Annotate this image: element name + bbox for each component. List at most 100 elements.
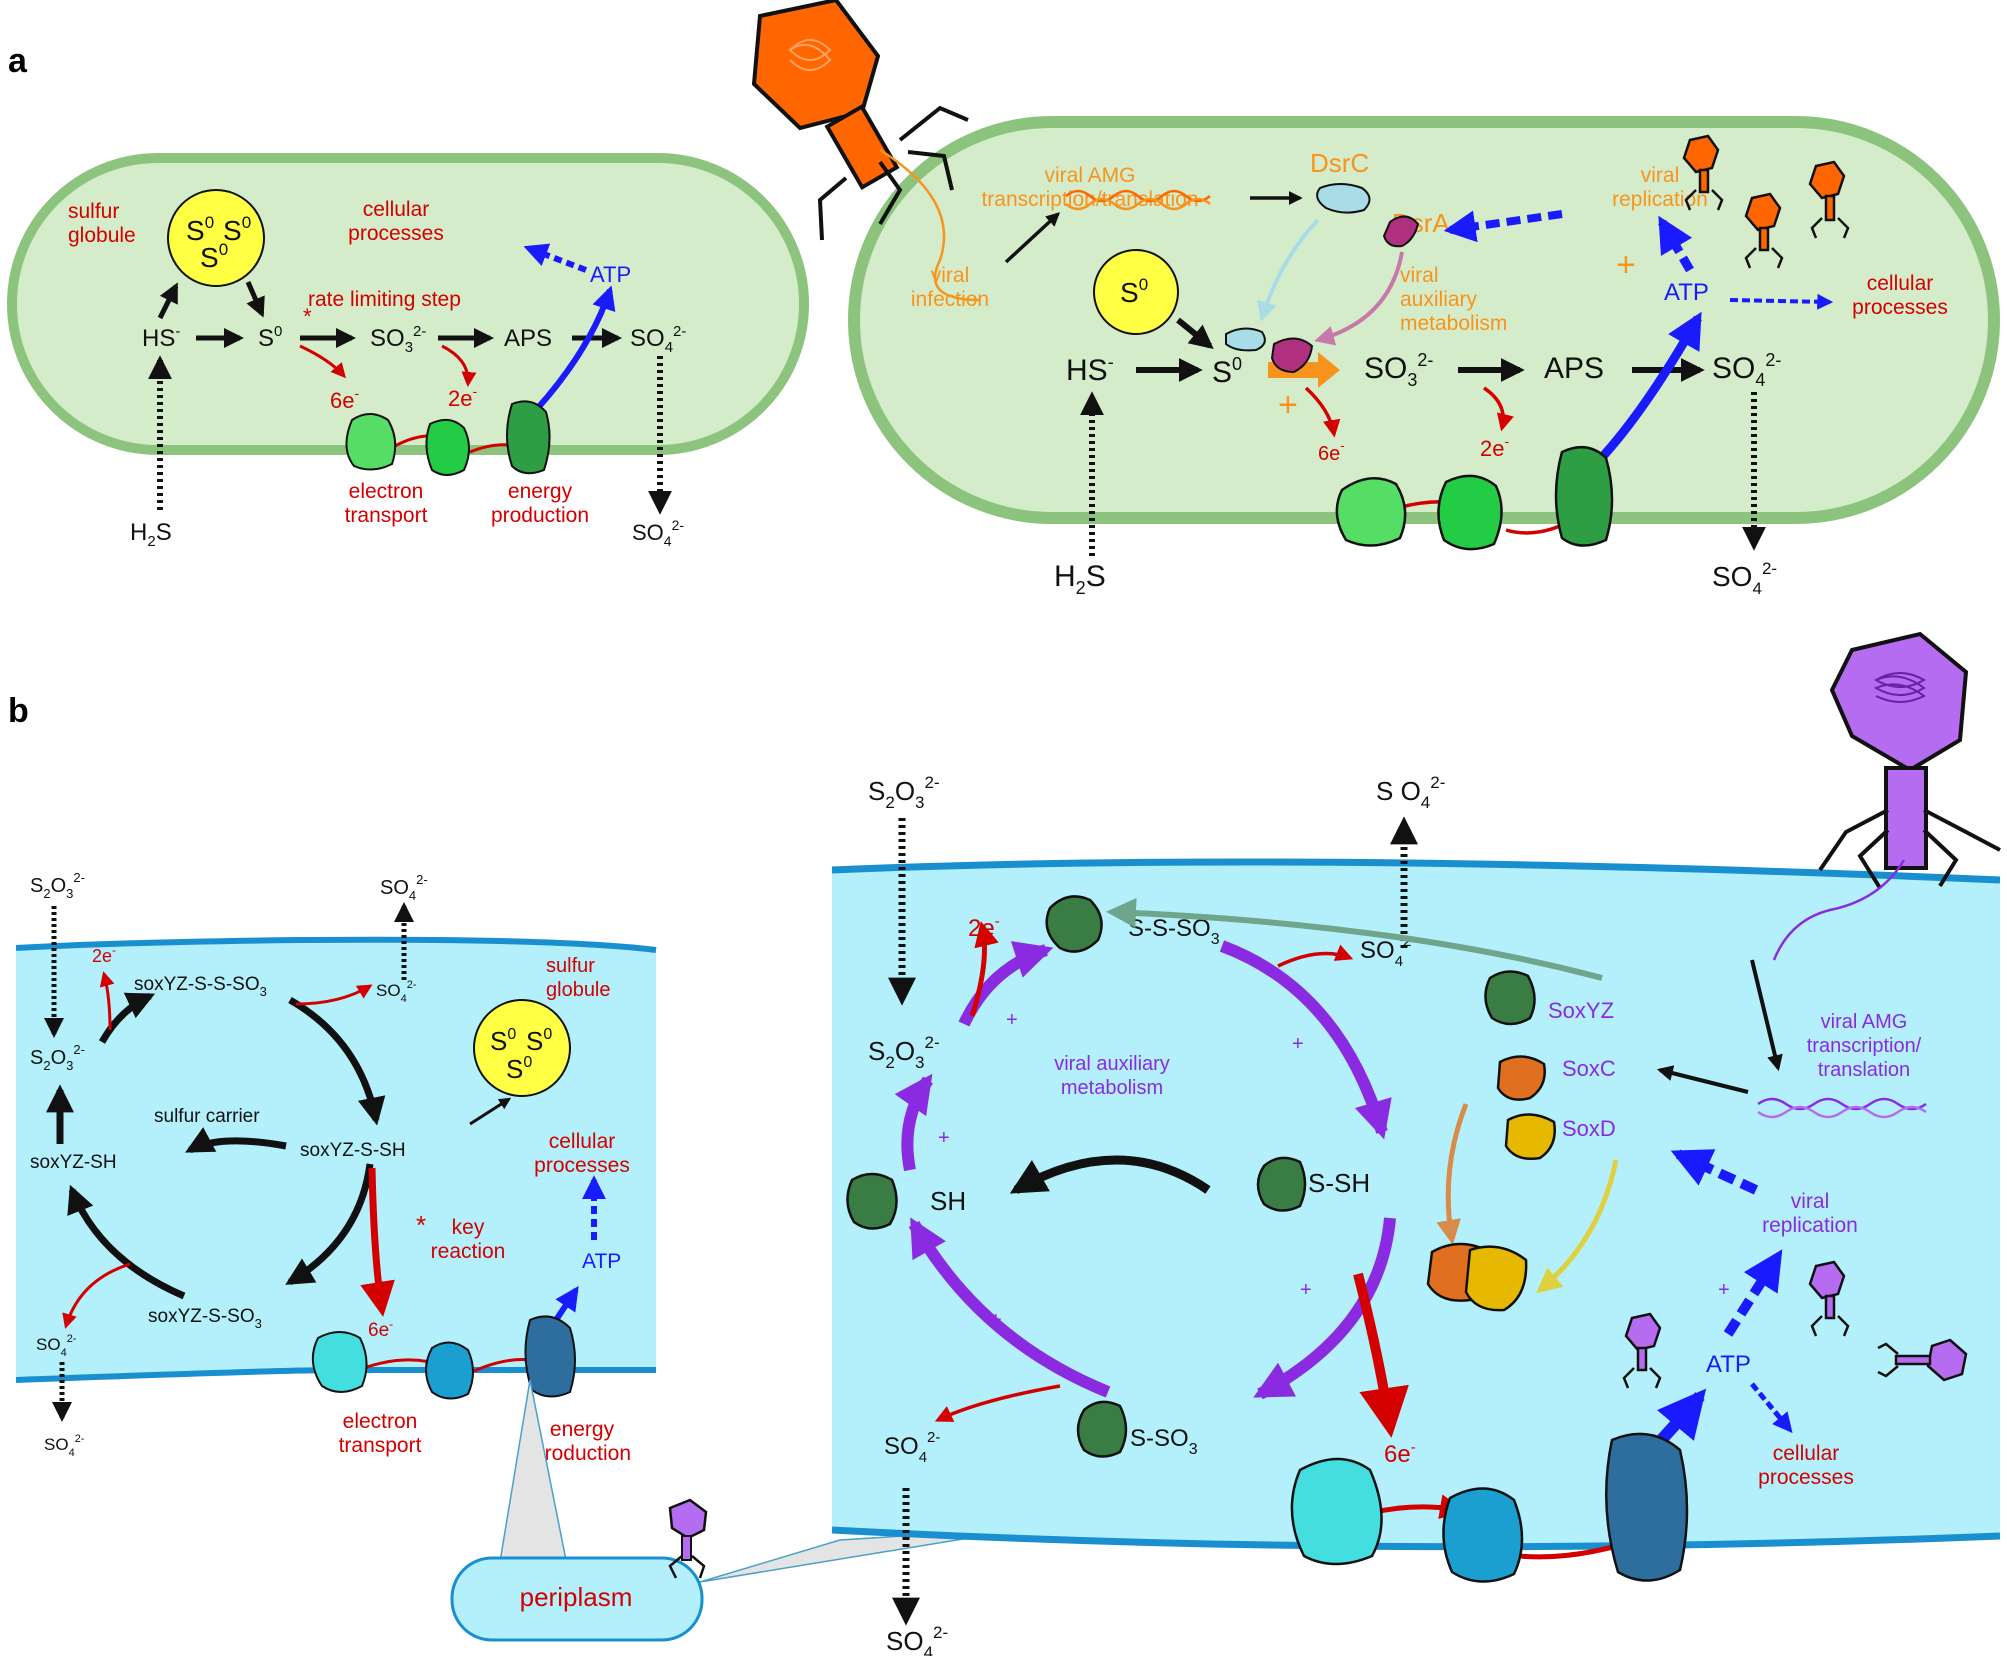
b-left-so4-left: SO42-	[36, 1333, 77, 1359]
a-left-so4: SO42-	[630, 323, 686, 356]
a-left-sulfur-globule: S0 S0 S0	[167, 189, 265, 287]
b-left-soxyz-sso3: soxYZ-S-SO3	[148, 1306, 262, 1331]
a-right-protein-complexes	[1335, 445, 1614, 551]
b-right-dotted-arrows	[888, 816, 1418, 1626]
a-left-s0: S0	[258, 323, 282, 352]
a-right-phage-orange	[751, 0, 981, 302]
b-left-so4-mid: SO42-	[376, 979, 417, 1005]
b-right-atp: ATP	[1706, 1351, 1751, 1378]
b-right-sh: SH	[930, 1186, 966, 1216]
a-right-s0: S0	[1212, 354, 1242, 389]
a-right-sulfur-globule	[1093, 249, 1179, 335]
b-right-soxc-arrow	[1436, 1103, 1469, 1245]
a-right-dsra-arrow	[1314, 251, 1404, 346]
b-right-sox-proteins	[846, 895, 1556, 1458]
b-periplasm-phage	[668, 1498, 708, 1579]
b-right-phage-purple	[1772, 631, 2001, 961]
a-right-dotted-arrows	[1080, 391, 1766, 556]
svg-text:+: +	[1292, 1033, 1304, 1055]
b-periplasm-label: periplasm	[520, 1582, 633, 1612]
b-left-soxyz-sss: soxYZ-S-S-SO3	[134, 974, 267, 999]
svg-text:S0: S0	[223, 213, 251, 246]
b-left-dotted-arrows	[44, 902, 414, 1422]
a-right-so4: SO42-	[1712, 350, 1781, 390]
b-right-s2o3: S2O32-	[868, 1033, 940, 1072]
a-left-pathway-arrows	[157, 280, 622, 348]
b-left-soxyz-ssh: soxYZ-S-SH	[300, 1140, 406, 1161]
a-right-phage-legs	[1684, 189, 1850, 269]
svg-text:+: +	[1300, 1279, 1312, 1301]
b-right-atp-replication-arrow	[1723, 1249, 1783, 1337]
b-right-phage-legs	[1622, 1315, 1899, 1389]
a-left-asterisk: *	[303, 304, 312, 329]
b-right-soxyz: SoxYZ	[1548, 998, 1614, 1023]
a-right-atp-replication-arrow	[1658, 215, 1694, 273]
b-periplasm-callout	[450, 1379, 1031, 1642]
a-right-6e: 6e-	[1318, 438, 1345, 465]
b-left-cycle-arrows	[46, 992, 386, 1300]
a-left-dotted-arrows	[148, 355, 672, 515]
b-right-6e: 6e-	[1384, 1439, 1416, 1468]
a-right-hs: HS-	[1066, 352, 1114, 387]
b-left-asterisk: *	[416, 1210, 426, 1240]
a-right-plus-atp: +	[1616, 246, 1636, 284]
a-left-atp-arrows	[523, 243, 616, 413]
a-left-aps: APS	[504, 325, 552, 352]
b-right-protein-complexes	[1290, 1432, 1689, 1583]
b-left-atp: ATP	[582, 1250, 621, 1273]
b-right-atp-cellular-arrow	[1750, 1382, 1793, 1434]
a-right-plus-s0: +	[1278, 386, 1298, 424]
b-right-soxd-arrow	[1536, 1159, 1619, 1294]
a-left-6e: 6e-	[330, 385, 359, 413]
a-right-small-phages	[1682, 134, 1846, 252]
b-left-6e: 6e-	[368, 1317, 393, 1341]
b-left-globule-arrow	[469, 1097, 512, 1126]
b-left-soxyz-sh: soxYZ-SH	[30, 1152, 117, 1173]
b-right-black-return-arrow	[1009, 1155, 1211, 1194]
panel-b-right-cell	[831, 858, 2001, 1551]
svg-text:S0: S0	[200, 240, 228, 273]
b-right-transcript	[1757, 1097, 1927, 1111]
svg-text:+: +	[938, 1127, 950, 1149]
a-right-infection-arrow	[1004, 212, 1061, 264]
a-right-atp-cellular-arrow	[1729, 293, 1834, 310]
b-left-protein-complexes	[311, 1315, 576, 1400]
b-right-plus-signs: + + + + + +	[938, 1009, 1730, 1331]
a-right-so4-out: SO42-	[1712, 559, 1777, 598]
a-right-dsra-bound	[1270, 337, 1314, 374]
b-right-transcript-2	[1757, 1105, 1927, 1119]
a-right-aps: APS	[1544, 352, 1604, 385]
b-left-sulfur-carrier: sulfur carrier	[154, 1106, 260, 1127]
b-left-2e: 2e-	[92, 943, 116, 966]
svg-text:+: +	[990, 1309, 1002, 1331]
b-right-so4-left: SO42-	[884, 1429, 940, 1466]
a-left-atp: ATP	[590, 262, 631, 287]
a-left-h2s: H2S	[130, 519, 172, 550]
svg-text:S0: S0	[186, 213, 214, 246]
panel-label-b: b	[8, 692, 29, 730]
a-right-2e: 2e-	[1480, 433, 1509, 461]
a-right-replication-arrow	[1443, 210, 1563, 243]
a-right-transcript-2	[1065, 197, 1211, 211]
panel-a-right-cell	[848, 116, 2000, 524]
b-left-so4-top: SO42-	[380, 872, 428, 903]
a-right-h2s: H2S	[1054, 560, 1106, 598]
a-left-rate-limiting-step: rate limiting step	[308, 288, 461, 311]
